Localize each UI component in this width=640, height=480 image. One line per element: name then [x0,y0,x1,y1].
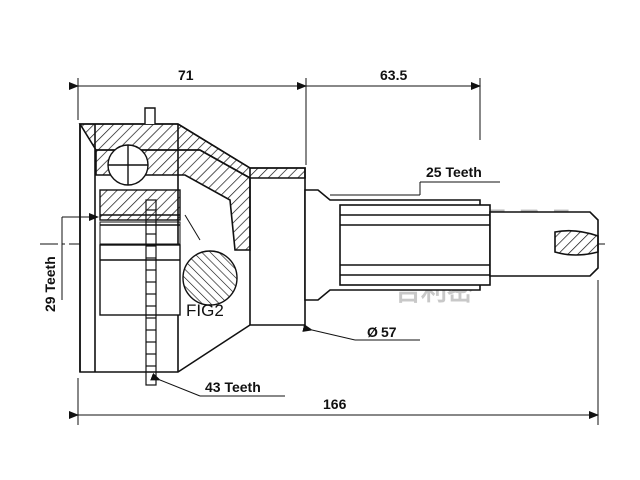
shaft-spline [339,204,491,286]
diameter-symbol: Ø [367,324,378,340]
label-abs-teeth: 43 Teeth [205,379,261,395]
dim-top-left: 71 [178,67,194,83]
figure-label: FIG2 [186,301,224,320]
inner-spline [99,221,181,245]
dim-outer-diameter: 57 [381,324,397,340]
label-shaft-teeth: 25 Teeth [426,164,482,180]
stub-shaft [304,189,599,301]
dim-overall-length: 166 [323,396,347,412]
ball-lower [182,250,238,306]
dim-top-right: 63.5 [380,67,407,83]
dimension-lines [61,78,599,425]
abs-ring [145,199,157,386]
label-inner-teeth: 29 Teeth [42,256,58,312]
inner-race [99,144,238,316]
housing-nub [144,107,156,124]
